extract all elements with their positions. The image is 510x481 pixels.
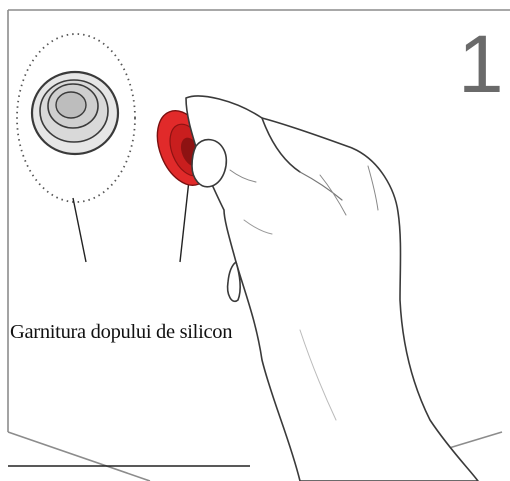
hand-pressing-icon <box>185 95 479 481</box>
part-caption: Garnitura dopului de silicon <box>10 321 233 343</box>
silicone-plug-gasket-detail-icon <box>16 33 136 203</box>
step-number: 1 <box>458 19 504 110</box>
leader-lines <box>72 179 190 263</box>
panel-frame <box>7 9 510 481</box>
